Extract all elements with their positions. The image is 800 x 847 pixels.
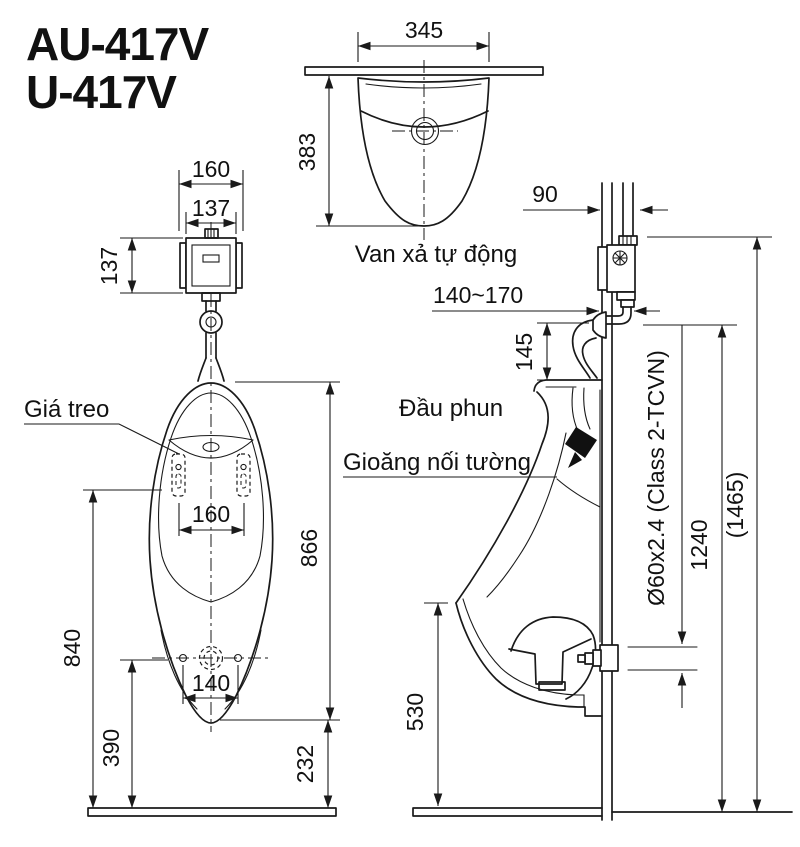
- dim-232-value: 232: [292, 745, 318, 783]
- spray-head-label: Đầu phun: [399, 395, 503, 422]
- dim-145-value: 145: [511, 333, 537, 371]
- side-floor-slab: [412, 807, 603, 817]
- escutcheon-pipe: [205, 316, 217, 328]
- top-view-bowl-outline: [357, 77, 490, 227]
- outlet-bolt-tip: [577, 654, 586, 663]
- valve-right-flange: [235, 242, 243, 289]
- outlet-flange: [592, 649, 602, 667]
- dim-145: 145: [511, 322, 589, 381]
- front-flush-valve: [179, 228, 243, 312]
- side-view: Đầu phun Gioăng nối tường 90 140~170 145: [343, 181, 793, 821]
- dim-840: 840: [59, 489, 162, 808]
- front-basin-shelf: [168, 434, 254, 459]
- outlet-nut: [584, 652, 594, 665]
- dim-345: 345: [357, 17, 490, 62]
- flush-valve-caption: Van xả tự động: [355, 241, 517, 268]
- supply-pipe: [622, 182, 634, 237]
- side-valve-body: [606, 244, 636, 293]
- gasket-callout: Gioăng nối tường: [343, 449, 557, 478]
- spray-flow-arrow: [568, 452, 582, 468]
- hanger-callout: Giá treo: [24, 396, 180, 455]
- dim-140-value: 140: [192, 670, 230, 696]
- hanger-label: Giá treo: [24, 396, 109, 423]
- valve-left-flange: [179, 242, 187, 289]
- dim-1240: 1240: [686, 325, 727, 812]
- dim-pipe-spec-value: Ø60x2.4 (Class 2-TCVN): [643, 350, 669, 606]
- side-bottom-inner: [462, 598, 585, 708]
- dim-valve-160: 160: [178, 156, 244, 231]
- title-block: AU-417V U-417V: [26, 18, 211, 118]
- side-rim-top: [533, 379, 603, 392]
- spray-head: [565, 427, 597, 458]
- dim-valve-height-137: 137: [96, 237, 183, 294]
- front-view: Giá treo 160 137 137 160 140: [24, 156, 340, 817]
- side-valve-adapter: [620, 299, 635, 308]
- dim-valve-height-value: 137: [96, 247, 122, 285]
- bowl-rim-to-wall: [556, 478, 601, 508]
- elbow-inner: [605, 306, 624, 317]
- trap-seal: [538, 681, 566, 691]
- dim-90: 90: [523, 181, 668, 215]
- dim-valve-160-value: 160: [192, 156, 230, 182]
- dim-530-value: 530: [402, 693, 428, 731]
- elbow-outer: [605, 306, 632, 325]
- spud-pipe-inner: [581, 337, 598, 379]
- bowl-inner-edge: [486, 432, 567, 598]
- dim-valve-137: 137: [185, 195, 237, 234]
- dim-1465: (1465): [647, 236, 772, 812]
- dim-hanger-160: 160: [178, 501, 245, 536]
- dim-pipe-spec: Ø60x2.4 (Class 2-TCVN): [643, 324, 737, 708]
- dim-530: 530: [402, 602, 448, 806]
- front-floor-line: [87, 807, 337, 817]
- dim-866-value: 866: [296, 529, 322, 567]
- model-number-1: AU-417V: [26, 18, 210, 70]
- inlet-pipe: [205, 332, 217, 359]
- top-view: 345 383 Van xả tự động: [294, 17, 544, 268]
- gasket-label: Gioăng nối tường: [343, 449, 531, 476]
- valve-body: [185, 237, 237, 294]
- front-body-outline: [148, 382, 274, 724]
- dim-345-value: 345: [405, 17, 443, 43]
- spud-pipe-outer: [571, 319, 594, 379]
- dim-840-value: 840: [59, 629, 85, 667]
- bowl-dome-section: [510, 616, 597, 700]
- spud-escutcheon-bell: [592, 311, 607, 339]
- dim-140-170-value: 140~170: [433, 282, 523, 308]
- front-bottom-wings: [160, 629, 262, 710]
- valve-face: [191, 244, 231, 287]
- dim-1465-value: (1465): [722, 472, 748, 538]
- valve-bottom-nut: [201, 292, 221, 302]
- dim-140: 140: [182, 665, 239, 704]
- valve-sensor-window: [202, 254, 220, 263]
- front-drain-outer: [198, 645, 224, 671]
- dim-140-170: 140~170: [432, 282, 660, 316]
- dim-866: 866: [220, 381, 340, 721]
- front-body-rim-inner: [158, 392, 264, 603]
- dim-390: 390: [98, 659, 168, 808]
- side-valve-union: [616, 291, 636, 301]
- dim-383: 383: [294, 76, 421, 227]
- dim-1240-value: 1240: [686, 519, 712, 570]
- dim-390-value: 390: [98, 729, 124, 767]
- dim-383-value: 383: [294, 133, 320, 171]
- flush-channel: [571, 387, 591, 432]
- dim-valve-137-value: 137: [192, 195, 230, 221]
- dim-232: 232: [292, 720, 333, 808]
- dim-hanger-160-value: 160: [192, 501, 230, 527]
- inlet-spud-cover: [197, 357, 225, 382]
- escutcheon-ring: [199, 310, 223, 334]
- trap-funnel: [508, 638, 592, 685]
- supply-coupling-nut: [618, 235, 638, 246]
- dim-90-value: 90: [532, 181, 558, 207]
- front-inlet-hole: [202, 441, 220, 453]
- outlet-fitting: [599, 644, 619, 672]
- model-number-2: U-417V: [26, 66, 177, 118]
- side-bottom-shell: [455, 602, 603, 717]
- side-front-sweep: [455, 391, 549, 604]
- drain-pipe-lines: [627, 646, 698, 671]
